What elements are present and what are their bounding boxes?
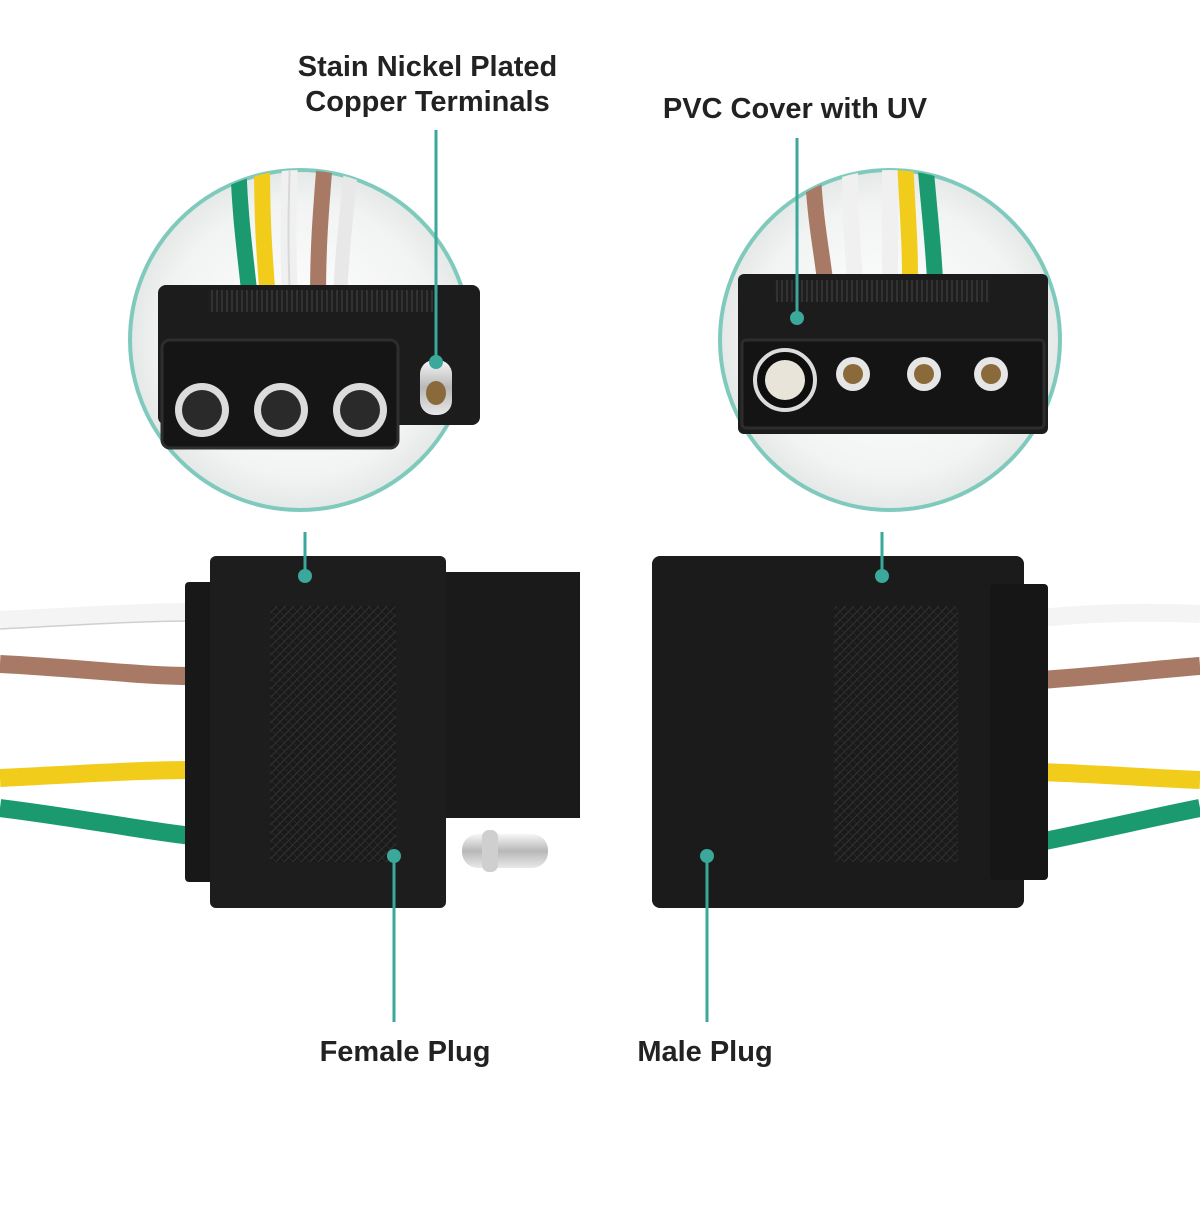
socket-hole (333, 383, 387, 437)
female-plug (185, 556, 580, 908)
terminal-pin (836, 357, 870, 391)
label-female-plug: Female Plug (319, 1036, 491, 1068)
callout-pvc (790, 138, 804, 325)
male-plug (652, 556, 1048, 908)
label-male-plug: Male Plug (637, 1036, 773, 1068)
callout-link-left (298, 532, 312, 583)
male-closeup (718, 168, 1062, 512)
callout-female (387, 849, 401, 1022)
callout-terminals (429, 130, 443, 369)
female-closeup (128, 168, 480, 512)
label-copper-terminals: Stain Nickel Plated Copper Terminals (255, 50, 600, 120)
socket-hole (753, 348, 817, 412)
socket-hole (175, 383, 229, 437)
callout-male (700, 849, 714, 1022)
callout-link-right (875, 532, 889, 583)
male-wires (1038, 603, 1200, 851)
terminal-pin (974, 357, 1008, 391)
socket-hole (254, 383, 308, 437)
label-pvc-cover: PVC Cover with UV (662, 93, 928, 125)
label-copper-terminals-line2: Copper Terminals (305, 86, 550, 118)
label-copper-terminals-line1: Stain Nickel Plated (297, 51, 558, 83)
terminal-pin (420, 360, 452, 415)
female-pin (462, 830, 548, 872)
terminal-pin (907, 357, 941, 391)
female-wires (0, 603, 194, 845)
